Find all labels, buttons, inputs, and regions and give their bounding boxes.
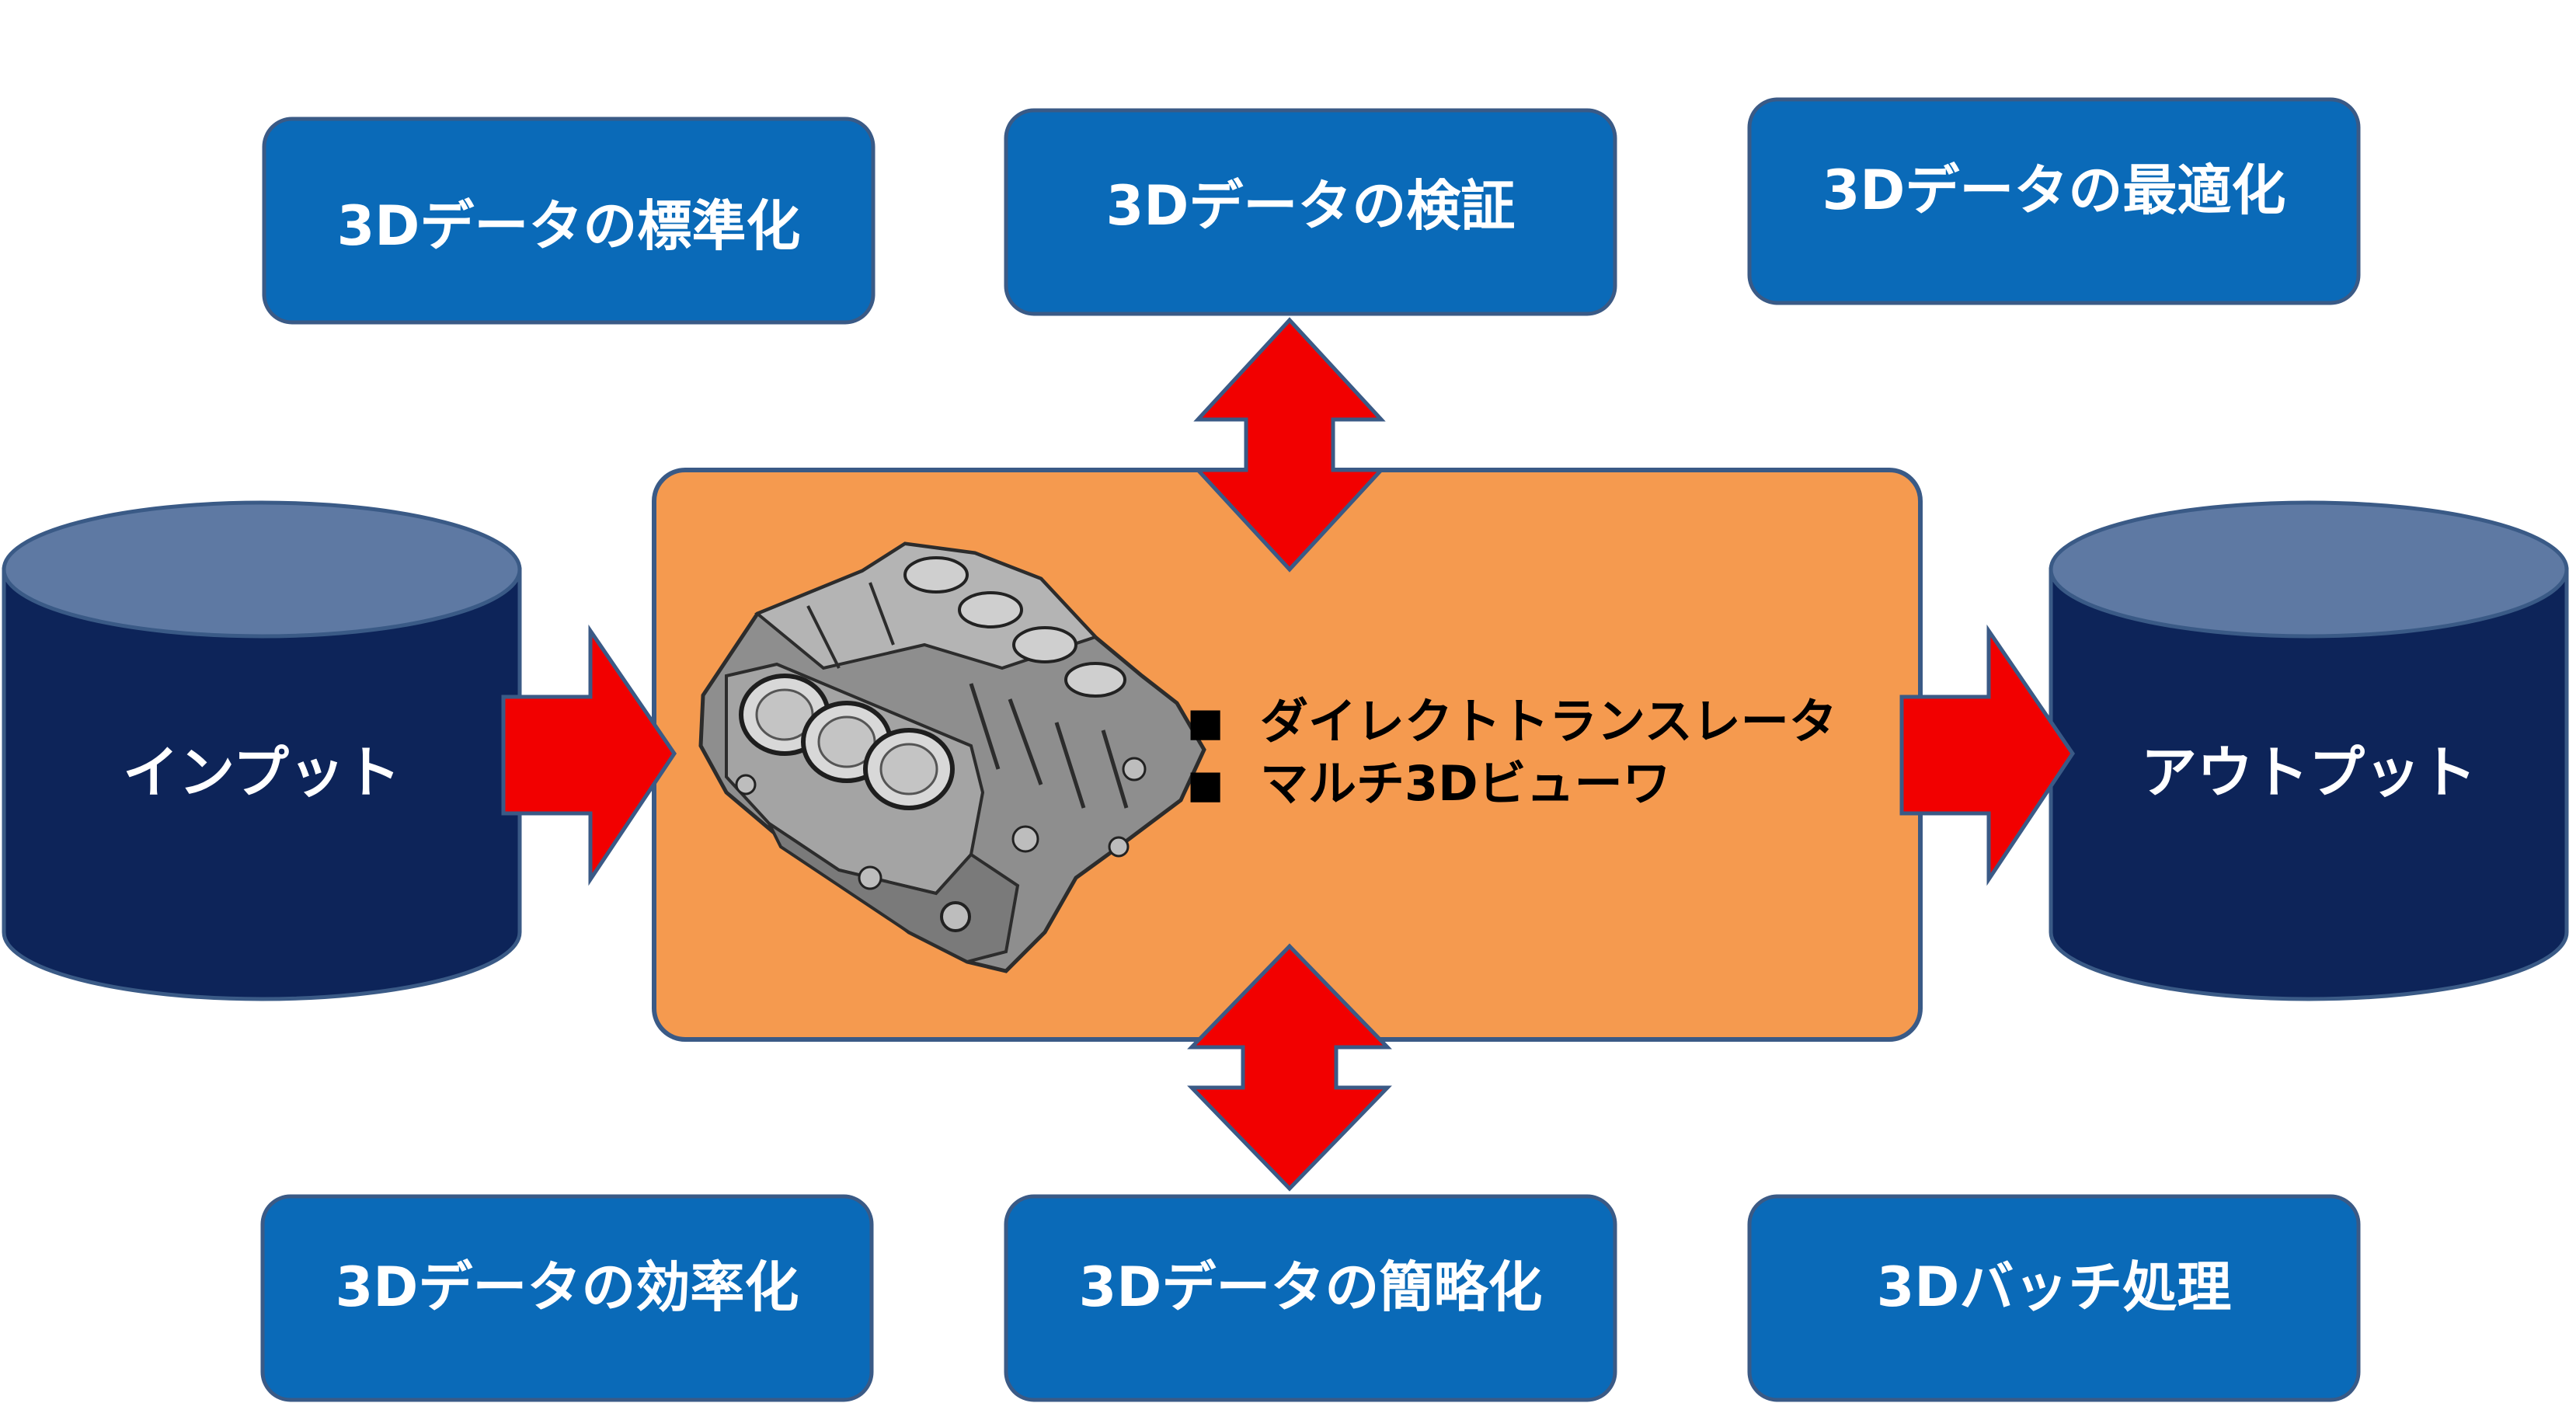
bottom-box-label: 3Dデータの簡略化	[1079, 1255, 1543, 1319]
feature-item-multi-3d-viewer: マルチ3Dビューワ	[1260, 755, 1671, 812]
bottom-box-efficiency[interactable]: 3Dデータの効率化	[260, 1194, 874, 1402]
top-box-label: 3Dデータの最適化	[1822, 158, 2286, 222]
top-box-label: 3Dデータの検証	[1106, 174, 1516, 238]
top-box-label: 3Dデータの標準化	[337, 194, 801, 258]
arrow-top-bidirectional	[1193, 317, 1386, 573]
arrow-input-to-center	[501, 624, 677, 886]
input-database[interactable]: インプット	[2, 500, 522, 1001]
output-database[interactable]: アウトプット	[2049, 500, 2569, 1001]
feature-list: ■ ダイレクトトランスレータ ■ マルチ3Dビューワ	[1187, 693, 1837, 812]
feature-bullet: ■	[1187, 762, 1224, 807]
bottom-box-label: 3Dバッチ処理	[1877, 1255, 2232, 1319]
bottom-box-simplification[interactable]: 3Dデータの簡略化	[1004, 1194, 1617, 1402]
bottom-box-label: 3Dデータの効率化	[336, 1255, 799, 1319]
top-box-optimization[interactable]: 3Dデータの最適化	[1747, 97, 2361, 305]
top-box-verification[interactable]: 3Dデータの検証	[1004, 108, 1617, 316]
engine-block-image	[698, 541, 1206, 973]
feature-item-direct-translator: ダイレクトトランスレータ	[1260, 693, 1837, 750]
top-box-standardization[interactable]: 3Dデータの標準化	[262, 117, 875, 325]
output-database-label: アウトプット	[2141, 740, 2477, 806]
arrow-bottom-bidirectional	[1187, 943, 1392, 1192]
input-database-label: インプット	[123, 740, 401, 806]
arrow-center-to-output	[1899, 624, 2076, 886]
feature-bullet: ■	[1187, 700, 1224, 745]
bottom-box-batch[interactable]: 3Dバッチ処理	[1747, 1194, 2361, 1402]
